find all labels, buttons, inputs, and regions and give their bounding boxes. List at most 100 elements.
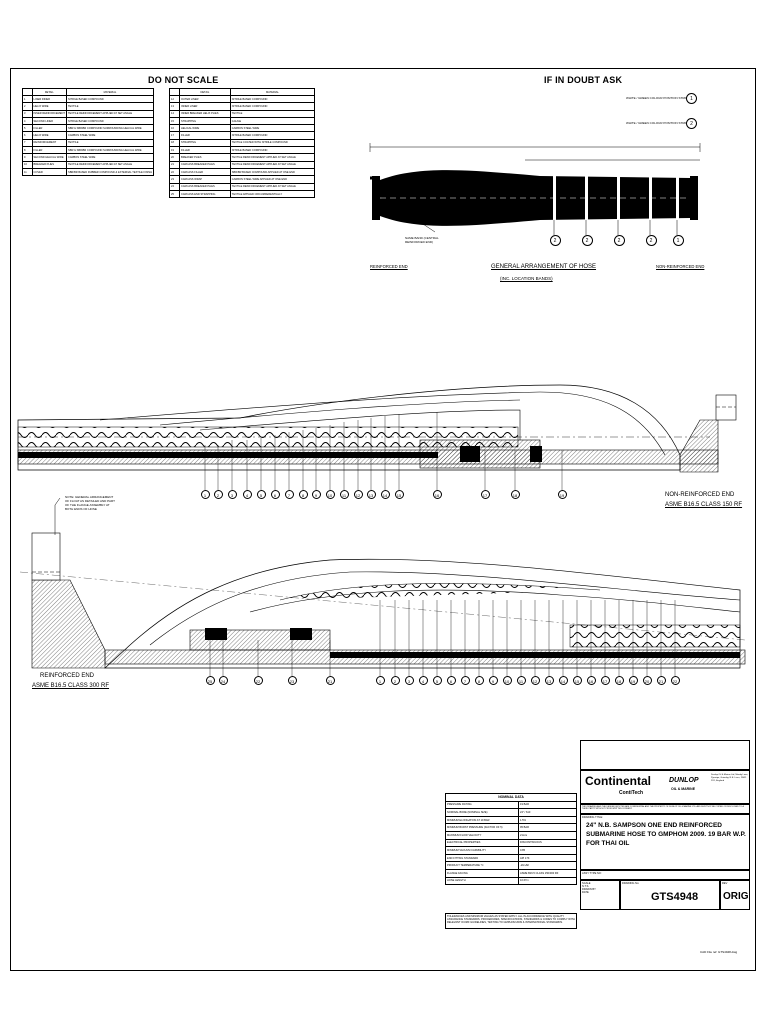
ga-title: GENERAL ARRANGEMENT OF HOSE [491,264,597,270]
section2-right-balloon: 20 [642,676,652,685]
section2-right-balloon: 18 [614,676,624,685]
section2-right-balloon: 21 [656,676,666,685]
section2-note: NOTE: GENERAL ARRANGEMENT OF FLOAT AS DE… [65,495,115,511]
nominal-cell: 10.67m [518,876,577,886]
assy-type-cell: ASSY TYPE NO: [580,870,750,880]
nominal-cell: MINIMUM VACUUM CAPABILITY [445,846,519,855]
nominal-cell: 95 BAR [518,823,577,832]
section1-balloon: 8 [298,490,308,499]
if-in-doubt-header: IF IN DOUBT ASK [544,75,623,85]
section1-balloon: 15 [394,490,404,499]
section2-flange-label: ASME B16.5 CLASS 300 RF [32,683,110,689]
table-row: MINIMUM BURST PRESSURE (FACTOR OF 5)95 B… [445,823,577,832]
ga-balloon: 2 [549,235,561,246]
nominal-cell: PRESSURE RATING [445,800,519,810]
section1-balloon: 12 [353,490,363,499]
section2-left-balloon: 25 [205,676,215,685]
section2-right-balloon: 2 [390,676,400,685]
section2-right-balloon: 13 [544,676,554,685]
nominal-cell: MAXIMUM FLOW VELOCITY [445,830,519,840]
nominal-cell: MINIMUM ELONGATION AT 19 BAR [445,815,519,825]
table-row: PRODUCT TEMPERATURE °C-20/+82 [445,861,577,870]
section2-right-balloon: 6 [446,676,456,685]
legend-text-1: WHITE / GREEN COLOUR POSITION STRIPING [626,96,693,100]
assy-label: ASSY TYPE NO: [582,872,602,875]
date-label: DATE [582,891,589,894]
section2-left-balloon: 24 [218,676,228,685]
section1-flange-label: ASME B16.5 CLASS 150 RF [665,502,743,508]
section2-right-balloon: 16 [586,676,596,685]
section-non-reinforced-end [17,384,737,473]
section1-balloon: 5 [256,490,266,499]
ga-subtitle: (INC. LOCATION BANDS) [500,276,553,281]
section2-right-balloon: 5 [432,676,442,685]
nominal-cell: DISCONTINUOUS [518,838,577,848]
section2-left-balloon: 23 [287,676,297,685]
parts-left-cell: COVER [31,167,67,177]
nominal-cell: API 17K [518,853,577,863]
cad-file-ref: CAD File ref: GTS4948.dwg [700,950,738,954]
nominal-cell: 0.85 [518,846,577,855]
drawing-sheet [10,68,756,971]
legend-text-2: WHITE / GREEN COLOUR POSITION STRIPING [626,121,693,125]
parts-right-cell: TEXTILE APPLIED CIRCUMFERENTIALLY [229,189,316,199]
nominal-title: NOMINAL DATA [445,793,577,802]
nominal-footnote: TOLERANCES AND MINIMUM VALUES AS STATED … [445,913,577,929]
revision-value: ORIG [723,891,749,902]
ga-right-label: NON-REINFORCED END [656,264,705,269]
drawing-number: GTS4948 [651,891,699,903]
rev-label: REV [722,882,728,885]
section1-balloon: 10 [325,490,335,499]
section2-right-balloon: 12 [530,676,540,685]
revision-cell: REV ORIG [720,880,750,910]
section2-right-balloon: 22 [670,676,680,685]
ga-balloon: 1 [672,235,684,246]
section1-balloon: 9 [311,490,321,499]
drawing-number-cell: DRAWING No: GTS4948 [620,880,720,910]
continental-logo: Continental [585,774,651,788]
general-arrangement-drawing [369,143,701,235]
section1-balloon: 17 [480,490,490,499]
drawing-no-label: DRAWING No: [622,882,640,885]
ga-balloon: 2 [613,235,625,246]
table-row: NOMINAL BORE (NOMINAL SIZE)24" / 610 [445,808,577,817]
disclaimer: THIS DRAWING AND THE DESIGN DEPICTED ARE… [580,804,750,814]
nominal-cell: FLANGE FACING [445,868,519,878]
nominal-cell: HOSE LENGTH [445,876,519,886]
section2-right-balloon: 10 [502,676,512,685]
dunlop-logo: DUNLOP [669,777,699,784]
contitech-logo: ContiTech [619,790,644,796]
section2-right-balloon: 15 [572,676,582,685]
revision-history-block [580,740,750,770]
drawing-title-block: DRAWING TITLE: 24" N.B. SAMPSON ONE END … [580,814,750,870]
scale-label: SCALE [582,882,591,885]
section2-left-balloon: 21 [325,676,335,685]
section1-balloon: 3 [227,490,237,499]
nominal-cell: -20/+82 [518,861,577,870]
ga-left-label: REINFORCED END [370,264,408,269]
nominal-cell: NOMINAL BORE (NOMINAL SIZE) [445,808,519,817]
section2-right-balloon: 14 [558,676,568,685]
section1-balloon: 1 [200,490,210,499]
logo-block: Continental ContiTech DUNLOP OIL & MARIN… [580,770,750,804]
section2-right-balloon: 8 [474,676,484,685]
section2-right-balloon: 17 [600,676,610,685]
section2-end-label: REINFORCED END [40,673,95,679]
nominal-cell: PRODUCT TEMPERATURE °C [445,861,519,870]
section2-right-balloon: 1 [375,676,385,685]
section1-balloon: 2 [213,490,223,499]
